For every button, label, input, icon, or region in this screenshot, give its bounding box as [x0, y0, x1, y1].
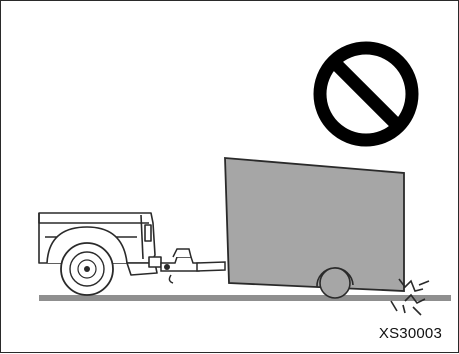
figure-code: XS30003	[379, 325, 442, 342]
trailer-tongue	[197, 262, 225, 271]
ground-line	[39, 295, 451, 301]
trailer-box	[225, 158, 404, 291]
no-entry-icon	[320, 48, 412, 140]
hitch-coupler	[161, 249, 199, 283]
truck-wheel	[61, 243, 113, 295]
trailer-wheel	[317, 268, 353, 298]
